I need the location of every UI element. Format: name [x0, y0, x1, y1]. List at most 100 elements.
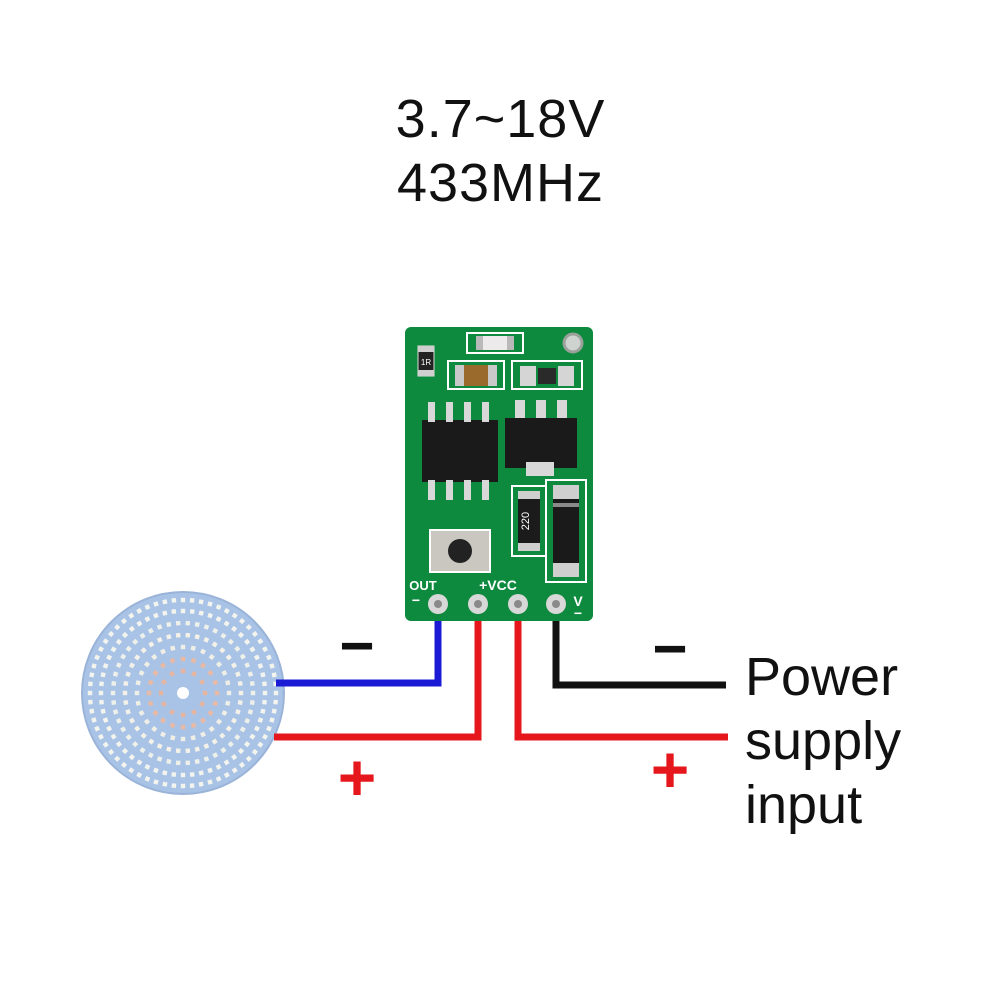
led-dot: [180, 608, 186, 614]
wire-negative-out: [276, 608, 442, 687]
led-dot: [160, 648, 166, 655]
led-dot: [234, 645, 241, 652]
led-dot: [190, 709, 198, 716]
led-dot: [180, 656, 186, 662]
led-dot: [250, 690, 256, 696]
led-dot: [111, 681, 117, 686]
led-dot: [207, 612, 213, 619]
led-dot: [198, 599, 204, 605]
led-dot: [91, 717, 97, 723]
led-dot: [231, 612, 238, 619]
led-dot: [146, 690, 152, 696]
pin-label-out: OUT: [409, 578, 437, 593]
led-dot: [171, 609, 177, 614]
led-dot: [190, 722, 197, 729]
led-dot: [203, 743, 210, 749]
led-dot: [235, 671, 241, 677]
led-dot: [175, 632, 181, 638]
led-dot: [231, 767, 238, 774]
led-dot: [125, 734, 132, 741]
led-dot: [140, 732, 147, 739]
led-dot: [135, 680, 141, 686]
led-dot: [244, 718, 251, 724]
led-dot: [128, 767, 135, 774]
led-dot: [249, 646, 256, 653]
led-dot: [122, 690, 128, 696]
led-dot: [215, 661, 223, 668]
led-dot: [208, 653, 215, 661]
led-dot: [102, 741, 109, 748]
led-dot: [148, 738, 155, 745]
led-dot: [231, 754, 238, 761]
led-dot: [215, 776, 222, 782]
led-dot: [223, 620, 230, 627]
led-dot: [170, 645, 176, 651]
led-dot: [128, 754, 135, 761]
load-negative-sign: −: [339, 612, 374, 679]
led-dot: [156, 743, 163, 749]
led-dot: [207, 669, 214, 677]
led-dot: [144, 616, 151, 623]
led-dot: [87, 699, 93, 705]
led-dot: [111, 700, 117, 705]
led-dot: [253, 725, 260, 732]
led-dot: [87, 690, 93, 696]
led-dot: [198, 770, 204, 776]
led-dot: [143, 718, 151, 725]
led-dot: [123, 699, 129, 706]
led-dot: [211, 641, 218, 648]
led-dot: [132, 741, 139, 748]
led-dot: [156, 624, 163, 630]
led-dot: [156, 756, 163, 762]
led-dot: [171, 597, 177, 603]
led-dot: [128, 625, 135, 632]
wire-positive-load: [274, 608, 482, 741]
led-dot: [190, 657, 197, 664]
led-dot: [212, 679, 219, 686]
led-dot: [194, 746, 200, 752]
pin-label-out-sign: −: [412, 592, 420, 608]
led-dot: [112, 709, 119, 715]
led-dot: [203, 756, 210, 762]
led-dot: [134, 654, 141, 661]
led-dot: [144, 604, 151, 610]
led-dot: [115, 741, 122, 748]
led-dot: [221, 710, 228, 716]
led-dot: [223, 772, 230, 778]
led-dot: [156, 637, 163, 643]
led-dot: [102, 663, 109, 669]
led-dot: [225, 725, 232, 732]
led-dot: [180, 644, 186, 650]
led-dot: [144, 776, 151, 782]
led-dot: [190, 645, 196, 651]
led-dot: [262, 646, 268, 653]
led-dot: [106, 654, 113, 661]
led-dot: [266, 654, 272, 661]
led-dot: [138, 710, 145, 716]
led-dot: [237, 680, 243, 687]
led-dot: [153, 767, 159, 774]
led-dot: [208, 725, 215, 733]
led-dot: [106, 725, 113, 732]
led-dot: [153, 612, 159, 619]
led-dot: [214, 690, 220, 696]
led-dot: [189, 597, 195, 603]
led-dot: [244, 638, 251, 645]
pin-label-vcc: +VCC: [479, 577, 517, 593]
led-dot: [99, 681, 104, 687]
led-dot: [170, 735, 176, 741]
led-dot: [260, 672, 266, 678]
led-dot: [115, 718, 122, 724]
led-dot: [120, 618, 128, 625]
pin-label-v: V: [573, 593, 583, 609]
led-dot: [198, 781, 204, 787]
led-dot: [147, 679, 154, 686]
led-dot: [207, 779, 213, 785]
led-dot: [194, 634, 200, 640]
led-dot: [180, 783, 186, 789]
pin-pads: [428, 594, 566, 614]
led-dot: [260, 708, 266, 714]
frequency-label: 433MHz: [396, 153, 605, 213]
led-dot: [180, 668, 186, 674]
